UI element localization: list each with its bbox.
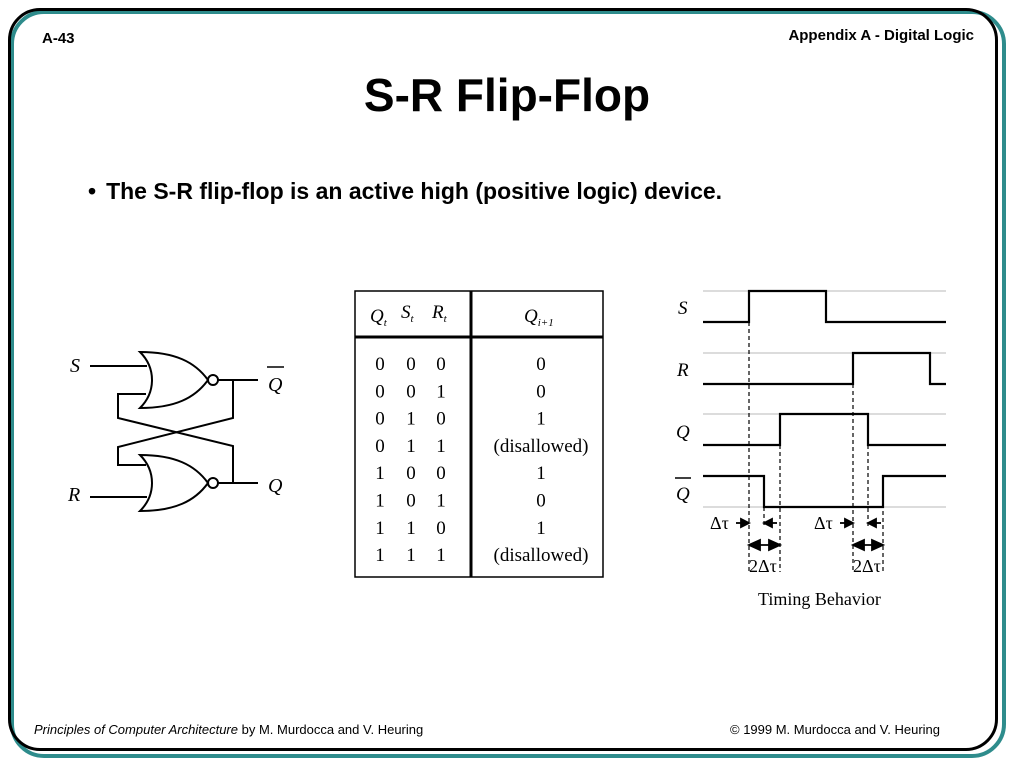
two-delta2-head-left: [850, 538, 865, 552]
upper-nor-gate: [137, 350, 210, 410]
slide-number: A-43: [42, 30, 75, 47]
table-cell: 1: [375, 463, 385, 484]
two-delta-label-2: 2Δτ: [853, 556, 881, 576]
circuit-label-qbar: Q: [268, 374, 283, 396]
table-cell: 1: [406, 518, 416, 539]
table-cell: 0: [375, 436, 385, 457]
table-cell: 1: [536, 518, 546, 539]
table-cell: 0: [536, 381, 546, 402]
table-cell: 0: [375, 381, 385, 402]
circuit-label-q: Q: [268, 475, 283, 497]
footer-book-credit: Principles of Computer Architecture by M…: [34, 722, 423, 737]
table-cell: (disallowed): [494, 436, 589, 457]
table-cell: 0: [436, 409, 446, 430]
table-cell: 0: [436, 354, 446, 375]
table-cell: 1: [375, 545, 385, 566]
delta1-arrowhead-right: [761, 517, 773, 529]
circuit-label-r: R: [67, 484, 80, 506]
table-cell: 0: [436, 518, 446, 539]
upper-nor-bubble: [207, 374, 219, 386]
r-waveform: [703, 351, 946, 386]
footer-authors: by M. Murdocca and V. Heuring: [238, 722, 424, 737]
table-cell: 0: [406, 354, 416, 375]
timing-diagram: S R Q Q Δτ Δτ 2Δτ 2Δτ Timing Behavior: [675, 289, 946, 609]
feedback-wire-upper: [117, 380, 234, 466]
table-cell: 1: [406, 545, 416, 566]
delta1-arrowhead-left: [740, 517, 752, 529]
two-delta2-head-right: [871, 538, 886, 552]
header-s: St: [401, 302, 415, 325]
table-cell: 0: [436, 463, 446, 484]
slide-frame-outer: [10, 10, 1006, 758]
table-cell: 1: [436, 381, 446, 402]
table-cell: 1: [406, 409, 416, 430]
delta-label-2: Δτ: [814, 513, 833, 533]
circuit-label-s: S: [70, 355, 80, 377]
appendix-label: Appendix A - Digital Logic: [788, 27, 974, 44]
timing-label-s: S: [678, 298, 688, 319]
table-cell: 0: [536, 491, 546, 512]
two-delta-label-1: 2Δτ: [749, 556, 777, 576]
delta-label-1: Δτ: [710, 513, 729, 533]
header-r: Rt: [431, 302, 448, 325]
timing-label-r: R: [676, 360, 689, 381]
feedback-wire-lower: [117, 393, 234, 483]
timing-label-q: Q: [676, 422, 690, 443]
lower-nor-bubble: [207, 477, 219, 489]
table-cell: 1: [536, 409, 546, 430]
two-delta1-head-right: [768, 538, 783, 552]
table-cell: 1: [536, 463, 546, 484]
timing-caption: Timing Behavior: [758, 589, 881, 609]
two-delta1-head-left: [746, 538, 761, 552]
header-qnext: Qi+1: [524, 306, 554, 329]
table-cell: 1: [436, 545, 446, 566]
table-cell: 1: [436, 436, 446, 457]
timing-label-qbar: Q: [676, 484, 690, 505]
delta2-arrowhead-right: [865, 517, 877, 529]
bullet-text: The S-R flip-flop is an active high (pos…: [106, 178, 723, 204]
slide-frame-inner: [8, 8, 998, 751]
table-cell: 1: [436, 491, 446, 512]
table-cell: 1: [406, 436, 416, 457]
header-q: Qt: [370, 306, 388, 329]
table-cell: 0: [375, 354, 385, 375]
table-cell: 1: [375, 491, 385, 512]
table-cell: (disallowed): [494, 545, 589, 566]
sr-circuit: [90, 350, 258, 513]
table-cell: 0: [406, 381, 416, 402]
q-waveform: [703, 412, 946, 447]
footer-copyright: © 1999 M. Murdocca and V. Heuring: [730, 722, 940, 737]
page-title: S-R Flip-Flop: [363, 69, 651, 121]
table-cell: 0: [375, 409, 385, 430]
bullet-item: •The S-R flip-flop is an active high (po…: [88, 178, 723, 204]
table-cell: 0: [406, 491, 416, 512]
delta2-arrowhead-left: [844, 517, 856, 529]
table-cell: 0: [406, 463, 416, 484]
lower-nor-gate: [137, 453, 210, 513]
table-cell: 0: [536, 354, 546, 375]
table-cell: 1: [375, 518, 385, 539]
s-waveform: [703, 289, 946, 324]
qbar-waveform: [703, 474, 946, 509]
table-border: [354, 290, 604, 578]
footer-book-title: Principles of Computer Architecture: [34, 722, 238, 737]
